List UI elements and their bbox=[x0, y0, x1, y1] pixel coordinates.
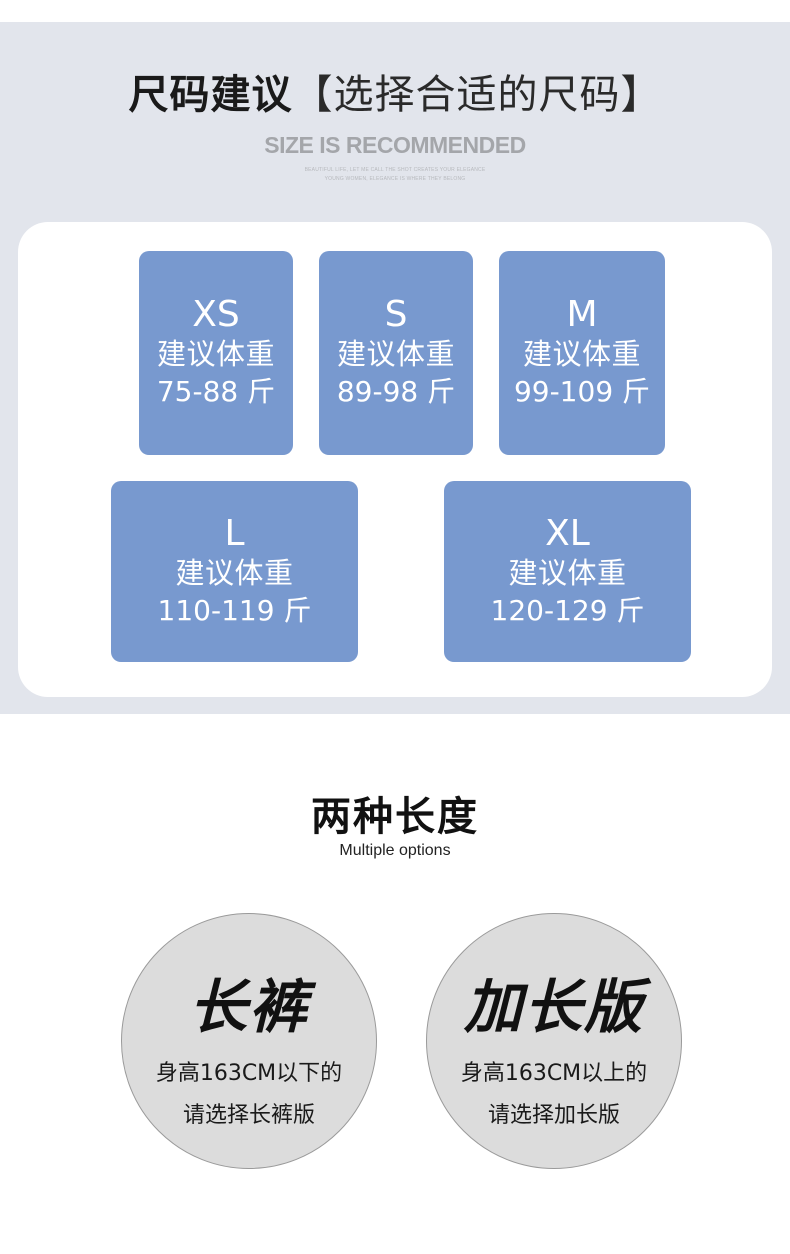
weight-range: 99-109 斤 bbox=[513, 375, 651, 408]
size-card-m: M 建议体重 99-109 斤 bbox=[499, 251, 665, 455]
option-name: 加长版 bbox=[463, 973, 644, 1041]
length-section-title: 两种长度 bbox=[311, 794, 479, 840]
size-name: M bbox=[566, 294, 598, 335]
length-option-long: 加长版 身高163CM以上的 请选择加长版 bbox=[426, 913, 682, 1169]
weight-label: 建议体重 bbox=[508, 555, 627, 590]
size-name: XL bbox=[545, 512, 590, 554]
weight-range: 110-119 斤 bbox=[157, 593, 312, 627]
size-name: XS bbox=[192, 294, 240, 335]
size-card-s: S 建议体重 89-98 斤 bbox=[319, 251, 473, 455]
option-height-rule: 身高163CM以上的 bbox=[460, 1061, 648, 1086]
size-card-l: L 建议体重 110-119 斤 bbox=[111, 481, 358, 662]
size-recommendation-title: 尺码建议【选择合适的尺码】 bbox=[0, 62, 790, 120]
weight-range: 75-88 斤 bbox=[156, 375, 276, 408]
weight-label: 建议体重 bbox=[336, 337, 455, 371]
weight-label: 建议体重 bbox=[175, 555, 294, 590]
weight-range: 89-98 斤 bbox=[336, 375, 456, 408]
weight-label: 建议体重 bbox=[156, 337, 275, 371]
size-subtitle: SIZE IS RECOMMENDED bbox=[264, 132, 526, 158]
option-name: 长裤 bbox=[188, 973, 309, 1041]
option-height-rule: 身高163CM以下的 bbox=[155, 1061, 343, 1086]
tagline-line-1: BEAUTIFUL LIFE, LET ME CALL THE SHOT CRE… bbox=[304, 167, 486, 173]
weight-label: 建议体重 bbox=[522, 337, 641, 371]
size-card-xs: XS 建议体重 75-88 斤 bbox=[139, 251, 293, 455]
length-section-subtitle: Multiple options bbox=[339, 842, 451, 859]
option-instruction: 请选择加长版 bbox=[487, 1103, 620, 1128]
size-name: L bbox=[224, 512, 245, 554]
size-card-xl: XL 建议体重 120-129 斤 bbox=[444, 481, 691, 662]
option-instruction: 请选择长裤版 bbox=[182, 1103, 315, 1128]
weight-range: 120-129 斤 bbox=[490, 593, 645, 627]
title-bracket: 【选择合适的尺码】 bbox=[292, 72, 662, 118]
title-bold: 尺码建议 bbox=[128, 72, 293, 118]
length-option-regular: 长裤 身高163CM以下的 请选择长裤版 bbox=[121, 913, 377, 1169]
size-name: S bbox=[384, 294, 408, 335]
tagline-line-2: YOUNG WOMEN, ELEGANCE IS WHERE THEY BELO… bbox=[324, 176, 466, 182]
